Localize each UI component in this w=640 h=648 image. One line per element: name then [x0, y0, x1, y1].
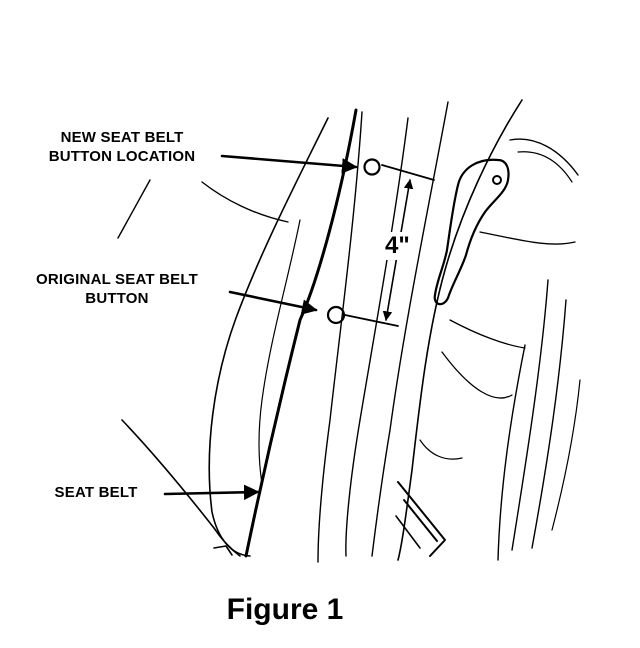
trim-detail	[517, 151, 573, 183]
trim-detail	[551, 379, 581, 531]
dimension-label: 4"	[383, 232, 412, 260]
belt-guide	[433, 158, 510, 306]
new-button-location-label: NEW SEAT BELT BUTTON LOCATION	[22, 128, 222, 166]
pillar-edge	[397, 99, 523, 561]
wall-line	[117, 179, 151, 239]
original-button-location	[326, 305, 346, 325]
new-button-location-label-line2: BUTTON LOCATION	[48, 148, 196, 165]
seat-base-fold	[213, 545, 233, 556]
original-button-label-line1: ORIGINAL SEAT BELT	[36, 271, 198, 288]
seat-back-outline	[208, 117, 329, 557]
seat-belt-label: SEAT BELT	[54, 484, 138, 501]
trim-detail	[441, 351, 513, 399]
seat-belt-webbing	[244, 108, 358, 558]
new-button-location-label-line1: NEW SEAT BELT	[60, 129, 184, 146]
trim-detail	[511, 279, 549, 551]
original-button-label: ORIGINAL SEAT BELT BUTTON	[10, 270, 224, 308]
trim-detail	[531, 299, 567, 549]
trim-detail	[419, 439, 463, 460]
original-button-label-line2: BUTTON	[85, 290, 149, 307]
guide-bolt	[492, 175, 502, 185]
figure-caption: Figure 1	[226, 593, 344, 626]
seat-contour	[317, 111, 363, 563]
leader-arrow-new	[220, 154, 358, 174]
dimension-extension	[381, 164, 435, 181]
dimension-extension	[344, 314, 399, 327]
trim-detail	[449, 319, 526, 349]
seat-contour	[258, 219, 301, 485]
console-outline	[397, 481, 446, 557]
trim-detail	[479, 231, 576, 245]
leader-arrow-seat-belt	[163, 484, 260, 501]
trim-detail	[497, 344, 526, 561]
new-button-location	[363, 158, 381, 176]
console-outline	[403, 499, 438, 542]
leader-arrow-original	[228, 290, 318, 315]
trim-detail	[509, 138, 579, 176]
console-outline	[395, 515, 421, 549]
seat-contour	[345, 117, 409, 557]
seat-back-left-edge	[121, 419, 241, 557]
wall-line	[201, 181, 289, 223]
